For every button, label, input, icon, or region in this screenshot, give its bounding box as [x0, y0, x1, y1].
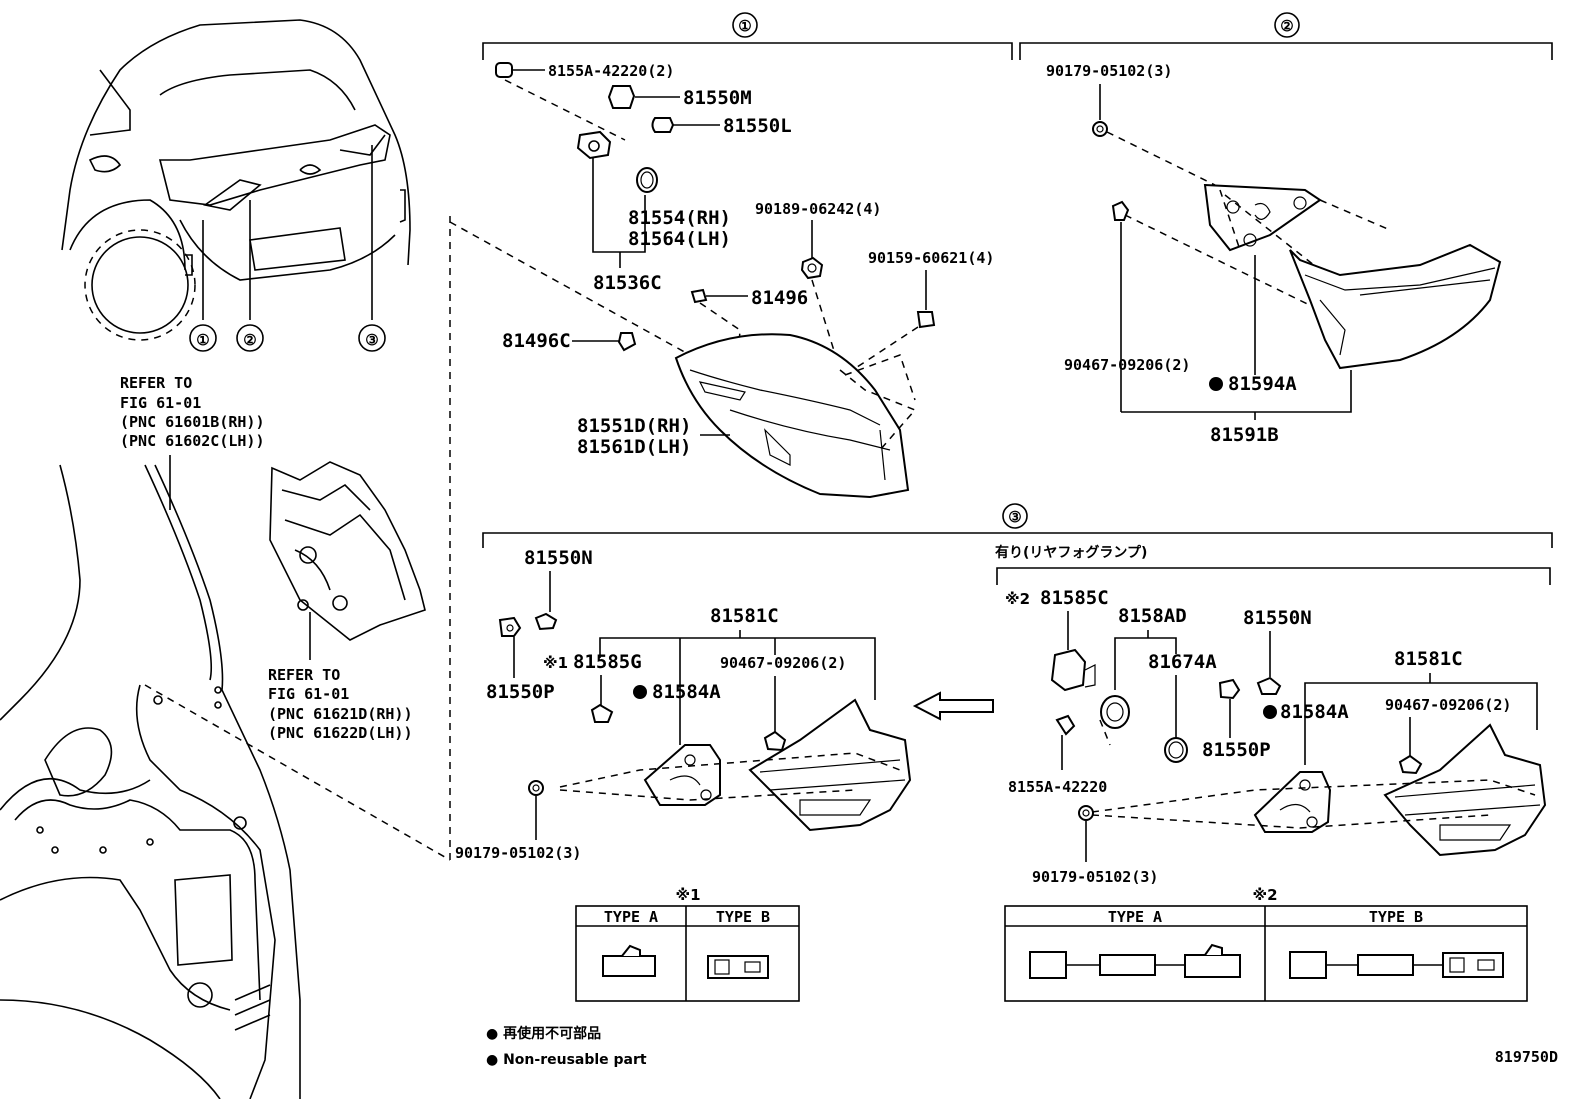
legend-jp: ● 再使用不可部品 [486, 1025, 601, 1042]
g3r-81584a: 81584A [1280, 701, 1349, 723]
vehicle-callout-2: ② [243, 331, 256, 349]
g2-90179-05102: 90179-05102(3) [1046, 62, 1172, 80]
reference-note-side-panel: REFER TO FIG 61-01 (PNC 61621D(RH)) (PNC… [268, 666, 413, 742]
ref1-line3: (PNC 61601B(RH)) [120, 413, 265, 431]
body-panel-illustration [0, 215, 691, 1100]
g1-81561d-lh: 81561D(LH) [577, 436, 691, 458]
legend-en: ● Non-reusable part [486, 1052, 647, 1068]
type-table-2: ※2 TYPE A TYPE B [1004, 886, 1528, 1002]
g3r-81550n: 81550N [1243, 607, 1312, 629]
g3r-note2: ※2 [1005, 590, 1030, 608]
g3l-90467-09206: 90467-09206(2) [720, 654, 846, 672]
g3l-81585g: 81585G [573, 651, 642, 673]
g3r-81674a: 81674A [1148, 651, 1217, 673]
g3l-90179-05102: 90179-05102(3) [455, 844, 581, 862]
g3r-90179-05102: 90179-05102(3) [1032, 868, 1158, 886]
g2-90467-09206: 90467-09206(2) [1064, 356, 1190, 374]
table1-col-b: TYPE B [716, 908, 770, 926]
g1-81554-rh: 81554(RH) [628, 207, 731, 229]
section-3-marker: ③ [1008, 508, 1021, 526]
table1-col-a: TYPE A [604, 908, 658, 926]
ref1-line1: REFER TO [120, 374, 192, 392]
section-2-marker: ② [1280, 17, 1293, 35]
g3r-90467-09206: 90467-09206(2) [1385, 696, 1511, 714]
section-3-rear-lamp: ③ 81550N 81550P 81581C ※1 81585G 81584A … [455, 503, 1553, 886]
side-panel-illustration [269, 461, 426, 660]
g3l-81584a: 81584A [652, 681, 721, 703]
ref1-line4: (PNC 61602C(LH)) [120, 432, 265, 450]
g3l-note1: ※1 [543, 654, 568, 672]
g1-81496: 81496 [751, 287, 808, 309]
table2-col-b: TYPE B [1369, 908, 1423, 926]
g1-81536c: 81536C [593, 272, 662, 294]
ref2-line4: (PNC 61622D(LH)) [268, 724, 413, 742]
g3l-81550n: 81550N [524, 547, 593, 569]
g1-90159-60621: 90159-60621(4) [868, 249, 994, 267]
g1-81550l: 81550L [723, 115, 792, 137]
g1-90189-06242: 90189-06242(4) [755, 200, 881, 218]
g1-81496c: 81496C [502, 330, 571, 352]
figure-id: 819750D [1495, 1048, 1558, 1066]
g3r-8155a-42220: 8155A-42220 [1008, 778, 1107, 796]
ref2-line1: REFER TO [268, 666, 340, 684]
g3r-fog-heading: 有り(リヤフォグランプ) [995, 544, 1147, 561]
g3r-81585c: 81585C [1040, 587, 1109, 609]
section-1-tail-lamp: ① 8155A-42220(2) 81550M 81550L 81554(RH)… [482, 12, 1013, 499]
g3l-81581c: 81581C [710, 605, 779, 627]
legend: ● 再使用不可部品 ● Non-reusable part [486, 1025, 647, 1068]
ref1-line2: FIG 61-01 [120, 394, 201, 412]
reference-note-body-panel: REFER TO FIG 61-01 (PNC 61601B(RH)) (PNC… [120, 374, 265, 510]
g1-8155a-42220: 8155A-42220(2) [548, 62, 674, 80]
vehicle-rear-illustration: ① ② ③ [61, 19, 411, 352]
table2-col-a: TYPE A [1108, 908, 1162, 926]
section-1-marker: ① [738, 17, 751, 35]
g1-81551d-rh: 81551D(RH) [577, 415, 691, 437]
g2-81591b: 81591B [1210, 424, 1279, 446]
g3r-81581c: 81581C [1394, 648, 1463, 670]
g2-81594a: 81594A [1228, 373, 1297, 395]
vehicle-callout-1: ① [196, 331, 209, 349]
ref2-line3: (PNC 61621D(RH)) [268, 705, 413, 723]
g3r-81550p: 81550P [1202, 739, 1271, 761]
type-table-1: ※1 TYPE A TYPE B [575, 886, 800, 1002]
table2-title: ※2 [1252, 886, 1277, 904]
g1-81564-lh: 81564(LH) [628, 228, 731, 250]
g1-81550m: 81550M [683, 87, 752, 109]
vehicle-callout-3: ③ [365, 331, 378, 349]
g3l-81550p: 81550P [486, 681, 555, 703]
g3r-8158ad: 8158AD [1118, 605, 1187, 627]
section-2-garnish-lamp: ② 90179-05102(3) 90467-09206(2) 81594A 8… [1019, 12, 1553, 446]
ref2-line2: FIG 61-01 [268, 685, 349, 703]
table1-title: ※1 [675, 886, 700, 904]
